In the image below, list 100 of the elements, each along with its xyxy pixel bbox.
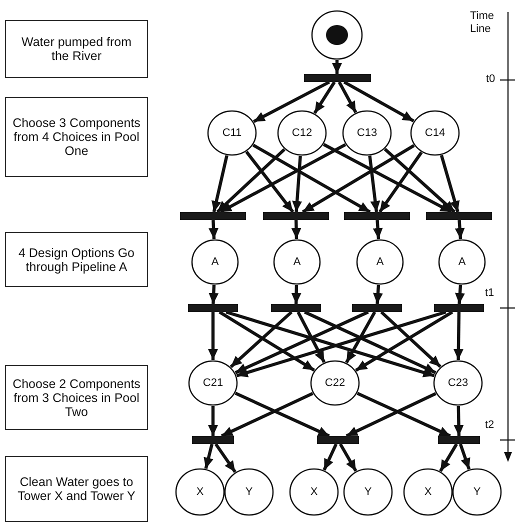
arrow (345, 311, 376, 364)
place-label: Y (473, 486, 481, 498)
arrow (356, 392, 451, 438)
arrow (245, 150, 294, 213)
transition-bar (271, 304, 321, 312)
arrow (208, 220, 219, 240)
arrow (313, 81, 336, 114)
arrow (454, 284, 465, 304)
description-box (5, 20, 148, 78)
place-circle (452, 468, 502, 516)
place-label: C14 (424, 127, 446, 139)
transition-bar (344, 212, 410, 220)
description-text: Choose 3 Components from 4 Choices in Pool One (12, 116, 141, 158)
arrow (454, 406, 464, 436)
description-text: 4 Design Options Go through Pipeline A (17, 246, 136, 274)
place-circle (310, 360, 360, 406)
place-label: X (310, 486, 318, 498)
place-circle (343, 468, 393, 516)
transition-bar (304, 74, 370, 82)
place-circle (224, 468, 274, 516)
transition-bar (192, 436, 234, 444)
place-label: C13 (356, 127, 378, 139)
place-label: C23 (448, 377, 468, 389)
arrow (291, 220, 302, 240)
arrow (212, 155, 228, 212)
place-label: Y (245, 486, 253, 498)
arrow (384, 148, 456, 214)
arrow (378, 151, 423, 213)
arrow (338, 81, 358, 114)
arrow (218, 310, 316, 372)
arrow (440, 154, 460, 212)
transition-bar (434, 304, 484, 312)
transition-bar (180, 212, 246, 220)
arrow (291, 284, 302, 304)
transition-bar (426, 212, 492, 220)
arrow (380, 310, 442, 368)
place-circle (433, 360, 483, 406)
place-circle (438, 239, 486, 285)
arrow (204, 444, 214, 470)
place-circle (356, 239, 404, 285)
arrow (220, 143, 346, 214)
axis-title: Time Line (470, 10, 496, 36)
description-box (5, 97, 148, 177)
arrow (252, 80, 330, 124)
arrow (296, 311, 326, 363)
time-mark: t1 (485, 287, 496, 300)
place-label: X (196, 486, 204, 498)
transition-bar (263, 212, 329, 220)
description-box (5, 365, 148, 430)
place-circle (277, 110, 327, 156)
description-text: Clean Water goes to Tower X and Tower Y (16, 475, 136, 503)
start-place-token (311, 10, 363, 60)
arrow (453, 312, 464, 360)
arrow (208, 284, 219, 304)
arrow (208, 406, 218, 436)
arrow (343, 80, 414, 122)
description-text: Choose 2 Components from 3 Choices in Pool Two (12, 376, 141, 418)
arrow (322, 443, 338, 471)
arrow (208, 312, 218, 360)
place-circle (175, 468, 225, 516)
arrow (332, 60, 342, 74)
arrow (234, 392, 330, 438)
arrow (458, 443, 471, 470)
transition-bar (438, 436, 480, 444)
place-circle (207, 110, 257, 156)
place-label: Y (364, 486, 372, 498)
place-label: C22 (324, 377, 346, 389)
arrow (302, 144, 415, 214)
transition-bar (188, 304, 238, 312)
arrow (368, 156, 380, 212)
transition-bar (352, 304, 402, 312)
arrow (338, 443, 358, 472)
arrow (454, 220, 465, 240)
arrow (322, 143, 452, 214)
place-label: A (376, 256, 384, 268)
arrow (292, 156, 302, 212)
arrow (346, 392, 436, 438)
arrow (252, 144, 371, 214)
transition-bar (317, 436, 359, 444)
arrow (372, 284, 383, 304)
arrow (214, 443, 236, 473)
place-label: A (293, 256, 301, 268)
place-circle (188, 360, 238, 406)
place-label: A (211, 256, 219, 268)
arrow (220, 392, 314, 438)
place-label: C11 (222, 127, 242, 139)
arrow (234, 310, 369, 374)
place-circle (410, 110, 460, 156)
description-box (5, 456, 148, 522)
arrow (372, 220, 383, 240)
arrow (230, 310, 293, 368)
arrow (216, 148, 286, 214)
description-text: Water pumped from the River (20, 35, 132, 63)
arrow (439, 443, 458, 472)
place-circle (191, 239, 239, 285)
time-mark: t0 (486, 73, 496, 86)
arrow (304, 310, 436, 374)
place-label: C21 (202, 377, 224, 389)
place-label: A (458, 256, 466, 268)
place-circle (289, 468, 339, 516)
